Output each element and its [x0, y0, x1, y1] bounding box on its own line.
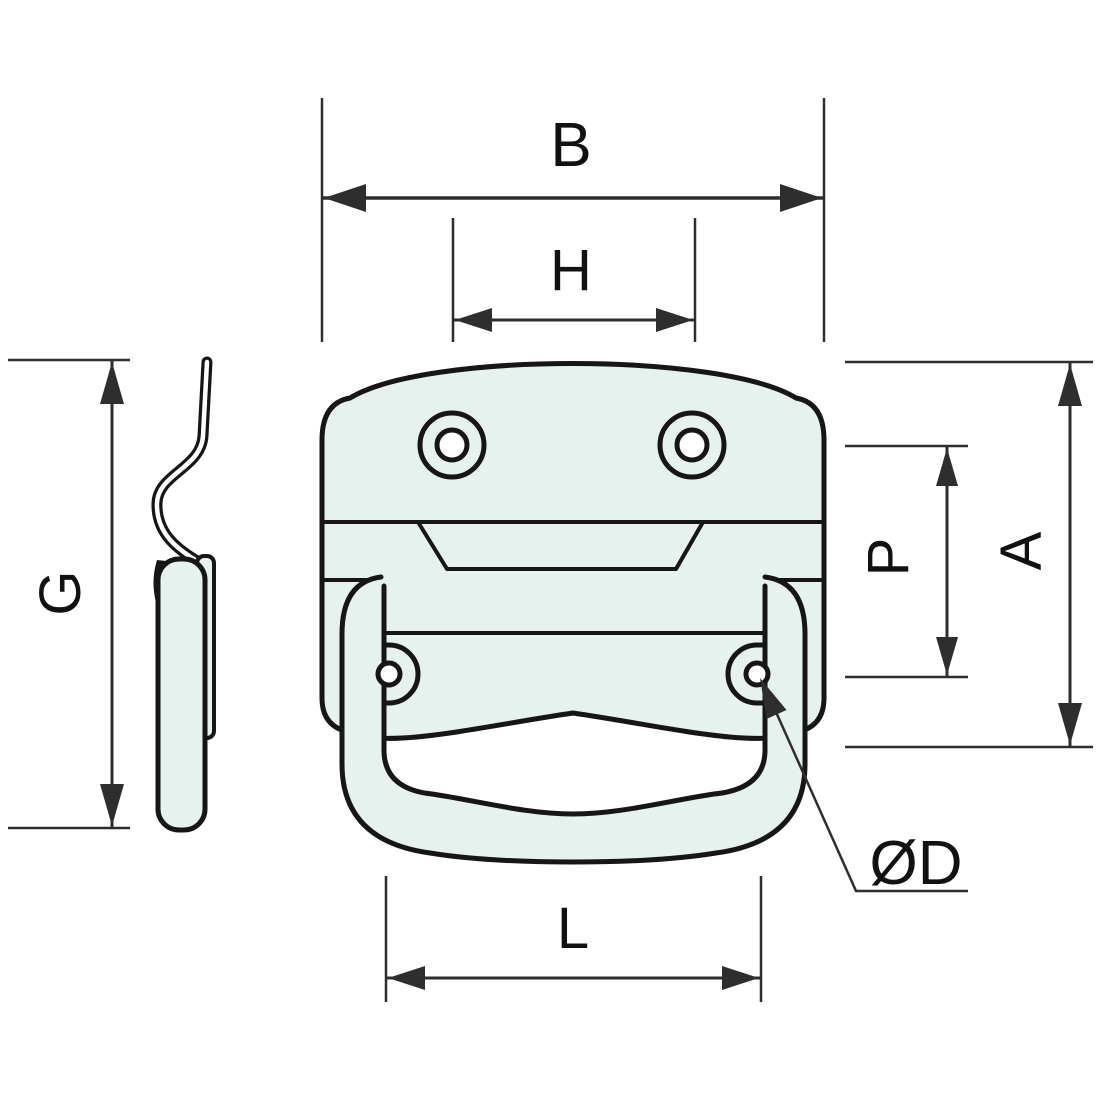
- dim-g-label: G: [28, 570, 93, 615]
- dim-p-arrow-bottom: [936, 637, 958, 675]
- pivot-lug-right: [725, 642, 767, 706]
- dim-b-label: B: [550, 111, 591, 180]
- dimension-l: L: [384, 876, 763, 1002]
- dim-p-label: P: [856, 538, 921, 577]
- leader-d-line: [774, 711, 968, 893]
- handle-bail-outer-edge: [339, 574, 808, 865]
- dimension-h: H: [451, 218, 697, 342]
- screw-hole-right: [674, 427, 710, 463]
- dimension-a: A: [845, 360, 1093, 749]
- stamped-recess: [416, 520, 705, 571]
- dim-a-label: A: [989, 531, 1054, 570]
- leader-d-arrow: [760, 678, 787, 719]
- dim-a-arrow-bottom: [1058, 703, 1082, 745]
- screw-hole-left: [434, 427, 470, 463]
- side-view: [151, 356, 216, 833]
- dim-b-arrow-left: [324, 184, 366, 212]
- dim-h-label: H: [550, 238, 592, 303]
- dimension-p: P: [845, 444, 968, 679]
- dim-h-arrow-right: [656, 308, 693, 332]
- side-view-mount-flange-bend-core: [154, 359, 210, 567]
- screw-rivet-left-outer: [417, 410, 487, 480]
- pivot-lug-left: [381, 642, 421, 706]
- dim-l-arrow-left: [388, 966, 425, 990]
- dim-p-arrow-top: [936, 448, 958, 486]
- dimension-b: B: [320, 98, 826, 342]
- pivot-rivet-hole-right: [743, 660, 771, 688]
- handle-bail-fill: [342, 577, 805, 862]
- dim-b-arrow-right: [780, 184, 822, 212]
- dimension-g: G: [8, 358, 130, 830]
- dim-a-arrow-top: [1058, 364, 1082, 406]
- dim-g-arrow-top: [100, 362, 124, 404]
- dim-g-arrow-bottom: [100, 784, 124, 826]
- pivot-rivet-hole-left: [375, 660, 403, 688]
- dim-l-label: L: [557, 896, 589, 961]
- screw-rivet-right-outer: [657, 410, 727, 480]
- front-view: [319, 361, 827, 865]
- leader-diameter-d: ØD: [760, 678, 968, 898]
- side-view-handle-bar: [155, 556, 208, 833]
- dim-h-arrow-left: [455, 308, 492, 332]
- dim-l-arrow-right: [722, 966, 759, 990]
- leader-d-label: ØD: [870, 829, 963, 898]
- handle-bail-inner-edge: [381, 583, 768, 817]
